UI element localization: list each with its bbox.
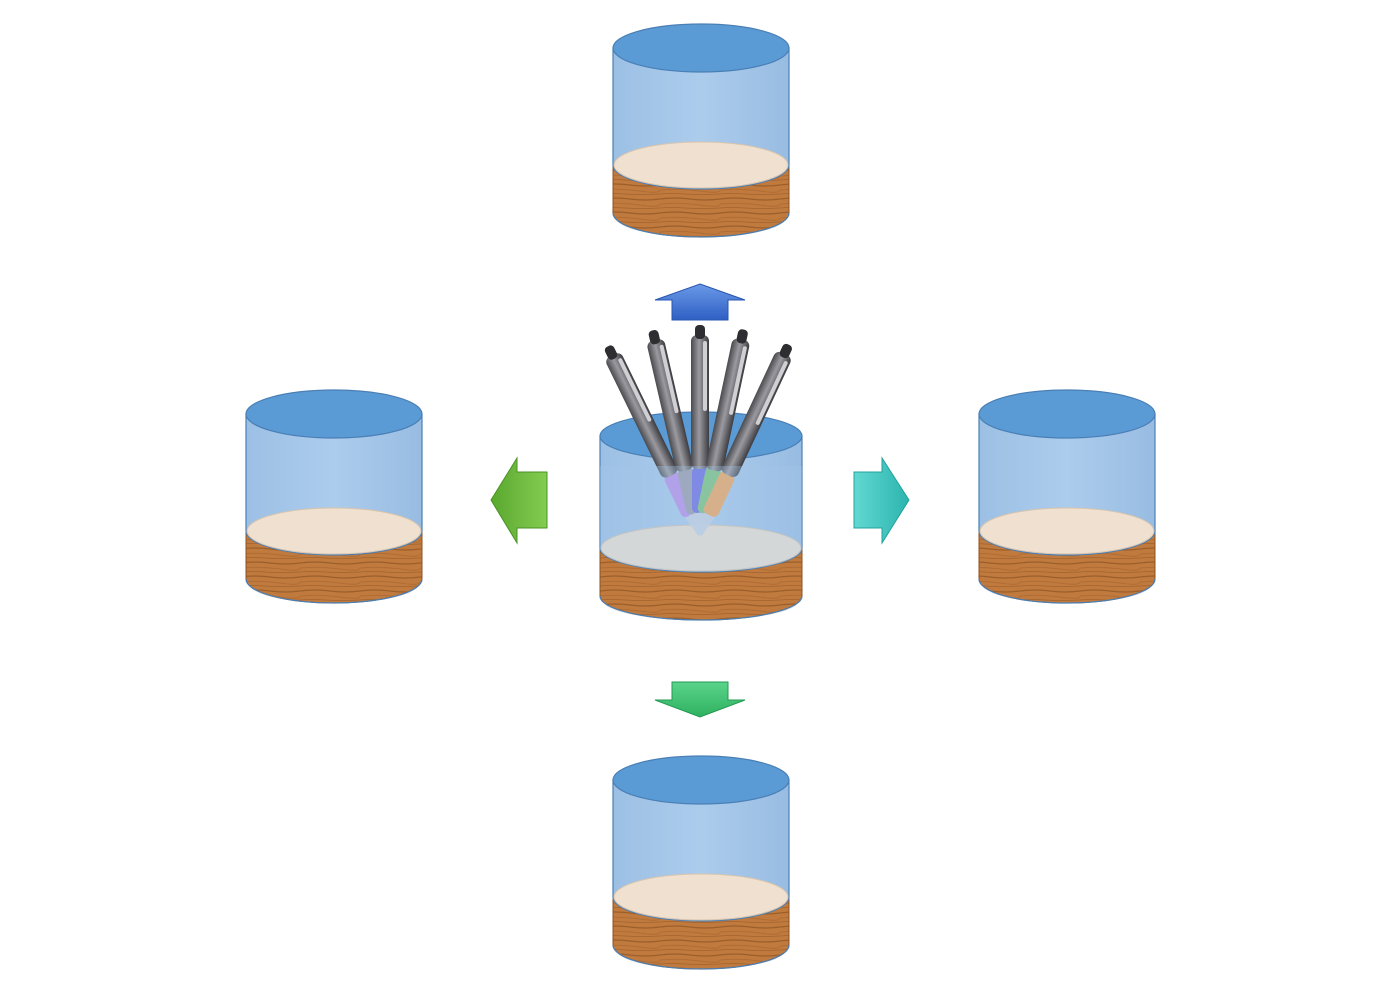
container-top [612, 23, 790, 238]
container-bottom [612, 755, 790, 970]
container-bottom-edge [599, 595, 803, 621]
pen-clip [755, 361, 788, 425]
arrow-up-icon [654, 283, 746, 321]
pen-cap [736, 329, 748, 344]
pen-clip [703, 341, 707, 411]
pen-cap [695, 325, 705, 339]
container-right [978, 389, 1156, 604]
pen-5 [698, 343, 792, 536]
arrows-layer [490, 283, 910, 718]
pen-cap [779, 343, 792, 359]
pen-clip [618, 358, 652, 422]
container-left [245, 389, 423, 604]
container-bottom-edge [612, 944, 790, 970]
arrow-down-icon [654, 681, 746, 718]
container-top [612, 23, 790, 73]
pen-grip [697, 467, 722, 515]
sand-surface [979, 507, 1155, 555]
pens-layer [600, 325, 802, 572]
pen-tip [698, 512, 715, 536]
sand-surface [613, 873, 789, 921]
pen-4 [697, 329, 750, 536]
container-bottom-edge [612, 212, 790, 238]
container-top [245, 389, 423, 439]
sand-surface [613, 141, 789, 189]
pen-barrel [647, 339, 693, 472]
container-bottom-edge [245, 578, 423, 604]
pen-barrel [606, 353, 678, 478]
center-glass-front [600, 466, 802, 572]
pen-barrel [721, 351, 791, 478]
arrow-left-icon [490, 456, 548, 545]
arrow-right-icon [853, 456, 910, 545]
pen-cap [604, 345, 618, 360]
container-top [612, 755, 790, 805]
pen-cap [648, 330, 660, 345]
pen-clip [659, 344, 679, 414]
container-bottom-edge [978, 578, 1156, 604]
pen-grip [703, 471, 735, 517]
container-top [978, 389, 1156, 439]
pen-clip [729, 346, 747, 415]
sand-surface [246, 507, 422, 555]
